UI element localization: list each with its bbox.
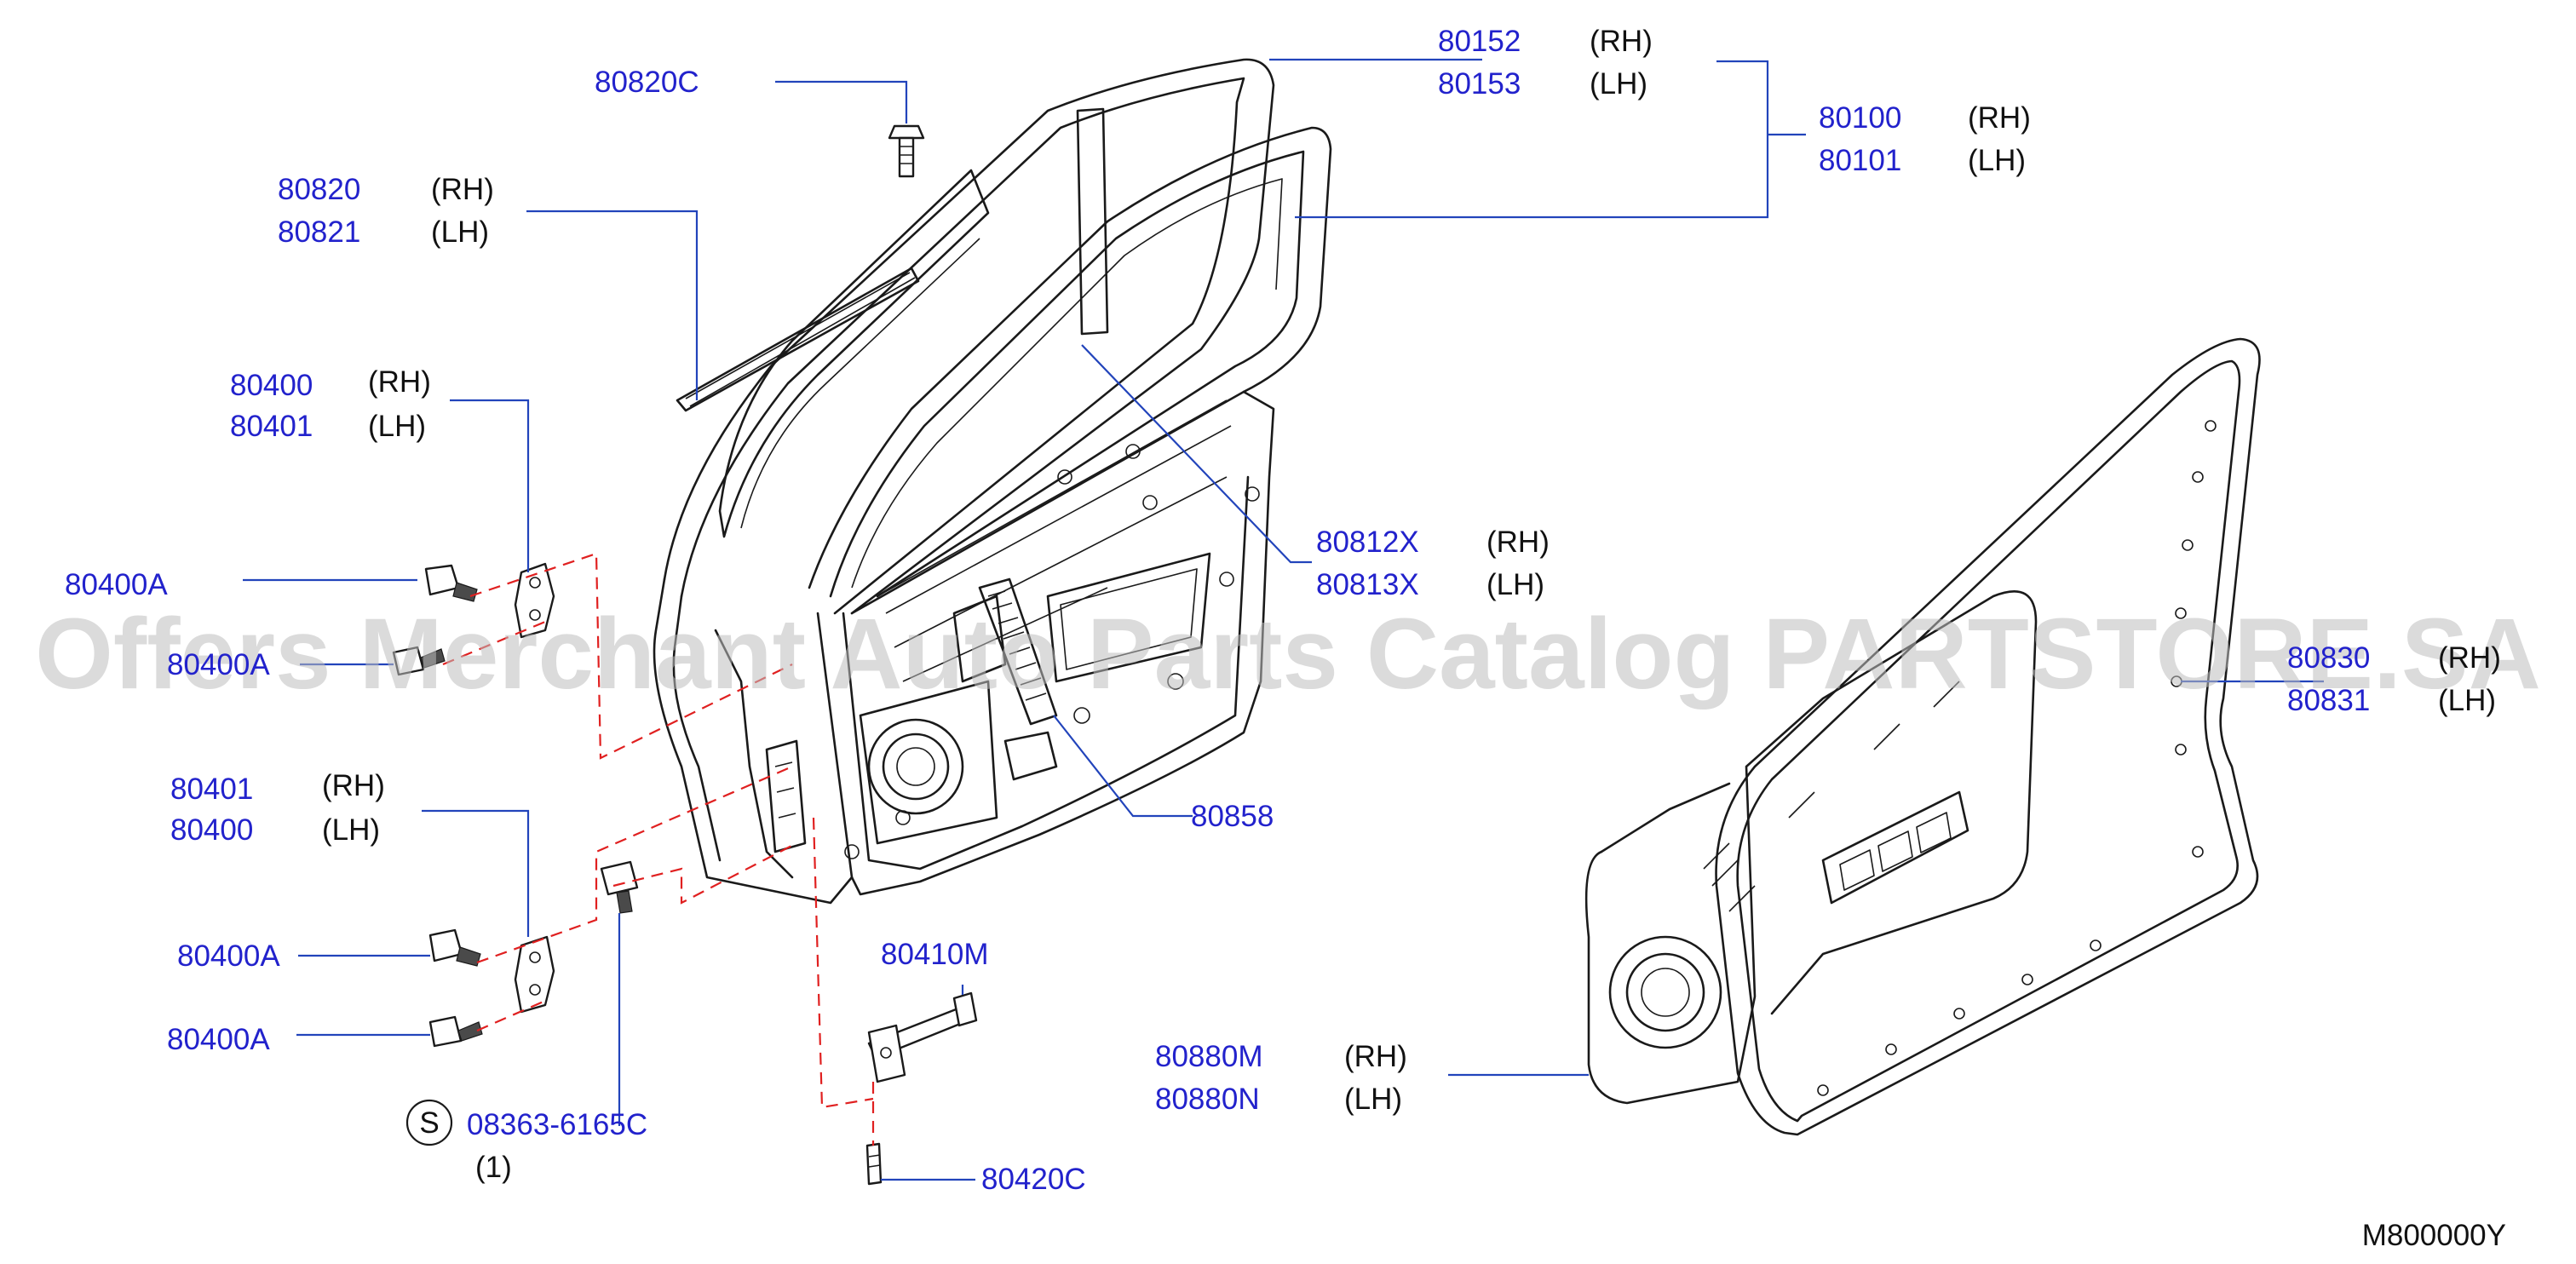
side-label-rh: (RH) xyxy=(322,769,385,802)
side-label-lh: (LH) xyxy=(368,410,426,443)
side-label-rh: (RH) xyxy=(431,173,494,206)
side-label-rh: (RH) xyxy=(368,365,431,399)
hinge-lower-drawing xyxy=(428,860,639,1048)
part-number-80820[interactable]: 80820 xyxy=(278,173,360,206)
side-label-lh: (LH) xyxy=(431,215,489,249)
part-number-80400[interactable]: 80400 xyxy=(230,369,313,402)
side-label-rh: (RH) xyxy=(1486,526,1550,559)
part-number-80400[interactable]: 80400 xyxy=(170,813,253,847)
part-number-80831[interactable]: 80831 xyxy=(2287,684,2370,717)
side-label-lh: (LH) xyxy=(1344,1083,1402,1116)
part-number-80820C[interactable]: 80820C xyxy=(595,66,699,99)
leader-lines xyxy=(243,58,2324,1181)
part-number-80401[interactable]: 80401 xyxy=(170,773,253,806)
part-number-08363-6165C[interactable]: 08363-6165C xyxy=(467,1108,647,1141)
side-label-lh: (LH) xyxy=(322,813,380,847)
hinge-upper-drawing xyxy=(392,562,555,676)
part-number-80410M[interactable]: 80410M xyxy=(881,938,988,971)
side-label-rh: (RH) xyxy=(1968,101,2031,135)
side-label-lh: (LH) xyxy=(1590,67,1647,101)
side-label-lh: (LH) xyxy=(2438,684,2496,717)
part-number-80812X[interactable]: 80812X xyxy=(1316,526,1419,559)
part-number-80830[interactable]: 80830 xyxy=(2287,641,2370,675)
part-number-80101[interactable]: 80101 xyxy=(1819,144,1901,177)
part-number-80821[interactable]: 80821 xyxy=(278,215,360,249)
quantity-label: (1) xyxy=(475,1151,512,1184)
part-number-80880M[interactable]: 80880M xyxy=(1155,1040,1262,1073)
part-number-80858[interactable]: 80858 xyxy=(1191,800,1274,833)
assembly-lines xyxy=(442,552,875,1146)
weatherstrip-drawing xyxy=(1715,337,2261,1136)
part-number-80401[interactable]: 80401 xyxy=(230,410,313,443)
side-label-rh: (RH) xyxy=(1590,25,1653,58)
side-label-lh: (LH) xyxy=(1968,144,2026,177)
part-number-80813X[interactable]: 80813X xyxy=(1316,568,1419,601)
part-number-80880N[interactable]: 80880N xyxy=(1155,1083,1260,1116)
watermark-text: Offers Merchant Auto Parts Catalog PARTS… xyxy=(35,598,2541,710)
clip-80820C-drawing xyxy=(888,124,925,178)
standard-part-symbol-letter: S xyxy=(419,1106,439,1140)
part-number-80400A[interactable]: 80400A xyxy=(167,1023,270,1056)
door-check-drawing xyxy=(865,991,978,1186)
part-number-80400A[interactable]: 80400A xyxy=(65,568,168,601)
side-label-lh: (LH) xyxy=(1486,568,1544,601)
side-label-rh: (RH) xyxy=(1344,1040,1407,1073)
callout-labels: 80820C 80152 (RH) 80153 (LH) 80100 (RH) … xyxy=(65,25,2506,1252)
part-number-80400A[interactable]: 80400A xyxy=(167,648,270,681)
side-label-rh: (RH) xyxy=(2438,641,2501,675)
part-number-80420C[interactable]: 80420C xyxy=(981,1163,1086,1196)
standard-part-symbol: S xyxy=(405,1099,453,1146)
part-number-80153[interactable]: 80153 xyxy=(1438,67,1521,101)
part-number-80100[interactable]: 80100 xyxy=(1819,101,1901,135)
part-number-80400A[interactable]: 80400A xyxy=(177,939,280,973)
diagram-code: M800000Y xyxy=(2362,1219,2506,1252)
part-number-80152[interactable]: 80152 xyxy=(1438,25,1521,58)
door-shell-drawing xyxy=(653,58,1332,905)
sealing-screen-drawing xyxy=(1584,590,2038,1105)
